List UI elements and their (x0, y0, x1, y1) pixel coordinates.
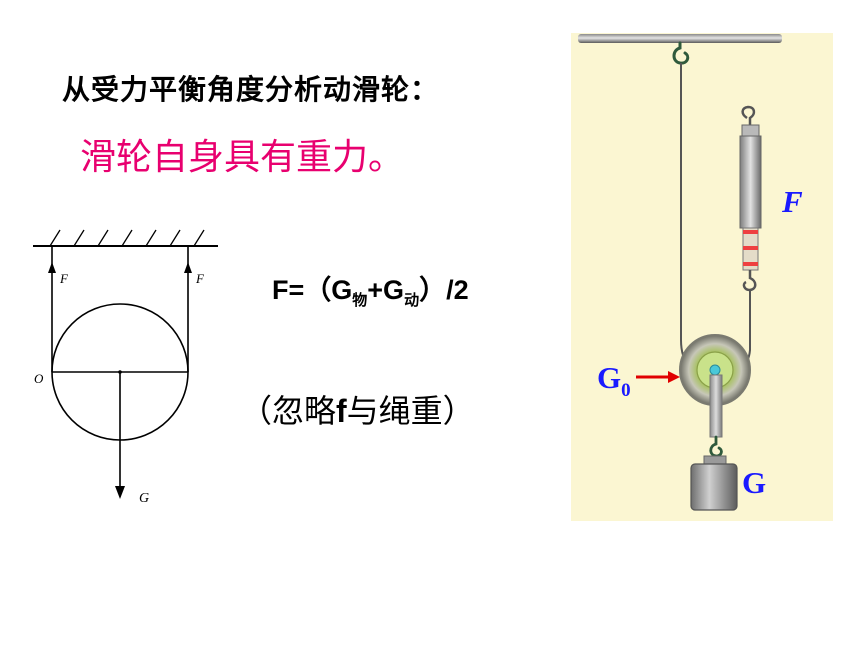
ceiling-hatching (49, 229, 205, 247)
note-friction-symbol: f (336, 393, 347, 429)
label-f-left: F (59, 271, 69, 286)
label-g: G (139, 491, 149, 506)
scale-mark-1 (743, 230, 758, 234)
label-g0-main: G (597, 360, 621, 395)
g0-arrow-head (668, 371, 680, 383)
weight-block (690, 463, 738, 511)
note-close: 与绳重） (346, 392, 475, 430)
label-g0-subscript: 0 (621, 380, 631, 401)
formula-subscript-pulley: 动 (404, 292, 420, 309)
ceiling-bar (578, 34, 782, 43)
label-weight-g: G (742, 465, 766, 500)
free-body-diagram: F F O G (33, 229, 218, 506)
right-force-arrowhead (184, 262, 192, 273)
scale-mark-3 (743, 262, 758, 266)
apparatus-panel (571, 33, 833, 521)
pulley-apparatus: F G0 G (571, 33, 833, 521)
pulley-weight-statement: 滑轮自身具有重力。 (80, 137, 405, 178)
scale-top-ring (741, 105, 756, 125)
left-force-arrowhead (48, 262, 56, 273)
formula-prefix: F=（G (272, 275, 353, 305)
formula-subscript-object: 物 (352, 292, 368, 309)
assumption-note: （忽略f与绳重） (240, 386, 475, 432)
note-open: （忽略 (240, 392, 337, 430)
gravity-arrowhead (115, 486, 125, 499)
force-formula: F=（G物+G动）/2 (272, 268, 469, 310)
pulley-center (118, 370, 122, 374)
pulley-hanger (709, 374, 723, 438)
page-heading: 从受力平衡角度分析动滑轮： (62, 73, 440, 106)
pulley-axle (709, 364, 721, 376)
label-o: O (34, 371, 44, 386)
scale-mark-2 (743, 246, 758, 250)
scale-bottom-hook (742, 270, 757, 292)
scale-cap (741, 124, 760, 137)
scale-body (739, 135, 762, 229)
ceiling-hook (672, 41, 690, 65)
label-g0: G0 (597, 360, 631, 401)
label-force-f: F (781, 184, 803, 219)
label-f-right: F (195, 271, 205, 286)
formula-plus: +G (367, 275, 405, 305)
formula-suffix: ）/2 (419, 275, 469, 305)
